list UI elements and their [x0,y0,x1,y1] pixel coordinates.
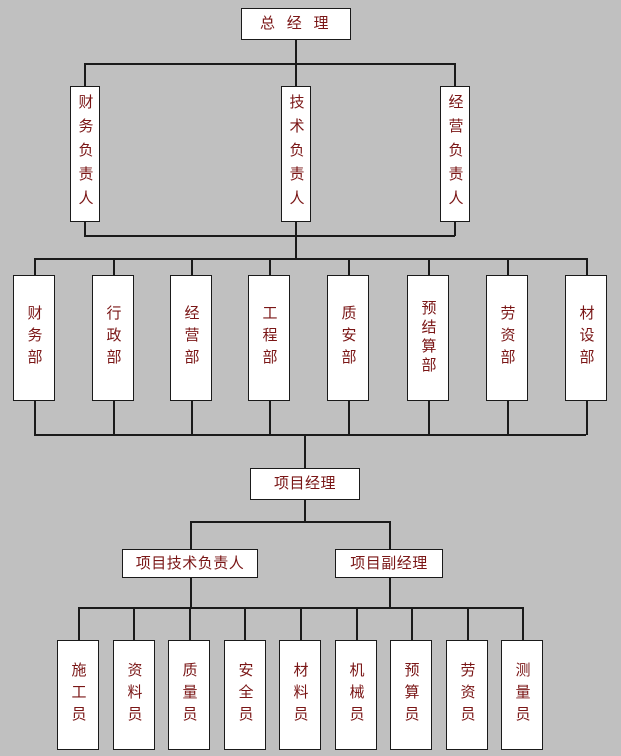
node-administration-dept: 行政部 [92,275,134,401]
node-budget-settlement-dept: 预结算部 [407,275,449,401]
node-label: 劳资部 [498,305,517,371]
connector-level3-drop-7 [507,258,509,276]
connector-level3-up-7 [507,401,509,435]
connector-level6-drop-2 [133,607,135,640]
node-label: 项目副经理 [350,553,428,572]
connector-level3-bus [34,258,586,260]
node-surveying-officer: 测量员 [501,640,543,750]
node-label: 工程部 [260,305,279,371]
connector-level6-drop-8 [467,607,469,640]
node-engineering-dept: 工程部 [248,275,290,401]
node-label: 项目经理 [273,474,336,493]
connector-level3-drop-3 [191,258,193,276]
connector-level3-drop-4 [269,258,271,276]
connector-level6-drop-4 [244,607,246,640]
connector-level3-drop-5 [348,258,350,276]
connector-level2-up-2 [295,222,297,236]
connector-level2-drop-2 [295,63,297,86]
node-label: 经营负责人 [446,94,465,214]
node-finance-dept: 财务部 [13,275,55,401]
node-deputy-project-manager: 项目副经理 [335,549,443,578]
node-quality-safety-dept: 质安部 [327,275,369,401]
node-documentation-officer: 资料员 [113,640,155,750]
connector-level5-drop-2 [389,521,391,549]
node-label: 行政部 [104,305,123,371]
node-label: 质量员 [180,662,199,728]
node-label: 材料员 [291,662,310,728]
node-materials-officer: 材料员 [279,640,321,750]
node-budget-officer: 预算员 [390,640,432,750]
connector-level5-up-1 [190,578,192,608]
connector-level3-up-5 [348,401,350,435]
node-label: 总 经 理 [259,14,333,33]
node-technical-director: 技术负责人 [281,86,311,222]
connector-level6-drop-9 [522,607,524,640]
connector-level2-drop-1 [84,63,86,86]
connector-level5-drop-1 [190,521,192,549]
node-label: 预结算部 [419,300,438,376]
node-label: 测量员 [513,662,532,728]
node-label: 财务负责人 [76,94,95,214]
connector-level3-up-3 [191,401,193,435]
node-project-manager: 项目经理 [250,468,360,500]
connector-level2-merge-bus [84,235,455,237]
connector-level3-up-4 [269,401,271,435]
connector-level3-up-8 [586,401,588,435]
connector-level2-up-3 [454,222,456,236]
connector-level2-up-1 [84,222,86,236]
connector-level6-drop-3 [189,607,191,640]
node-label: 安全员 [236,662,255,728]
node-label: 施工员 [69,662,88,728]
connector-level6-drop-1 [78,607,80,640]
connector-level5-bus [190,521,390,523]
node-label: 材设部 [577,305,596,371]
node-finance-director: 财务负责人 [70,86,100,222]
connector-level5-up-2 [389,578,391,608]
connector-level3-drop-1 [34,258,36,276]
connector-level6-drop-6 [356,607,358,640]
connector-level3-merge-bus [34,434,586,436]
connector-level3-up-1 [34,401,36,435]
node-label: 机械员 [347,662,366,728]
node-label: 资料员 [125,662,144,728]
node-label: 预算员 [402,662,421,728]
connector-level3-drop-2 [113,258,115,276]
node-label: 技术负责人 [287,94,306,214]
node-safety-officer: 安全员 [224,640,266,750]
node-operations-dept: 经营部 [170,275,212,401]
node-operations-director: 经营负责人 [440,86,470,222]
node-label: 劳资员 [458,662,477,728]
node-labor-wages-officer: 劳资员 [446,640,488,750]
connector-level2-drop-3 [454,63,456,86]
connector-level2-bus [84,63,455,65]
node-general-manager: 总 经 理 [241,8,351,40]
node-quality-officer: 质量员 [168,640,210,750]
connector-level6-drop-5 [300,607,302,640]
connector-gm-down [295,40,297,64]
node-label: 质安部 [339,305,358,371]
node-project-technical-director: 项目技术负责人 [122,549,258,578]
node-labor-wages-dept: 劳资部 [486,275,528,401]
node-machinery-officer: 机械员 [335,640,377,750]
connector-pm-down [304,500,306,522]
node-construction-officer: 施工员 [57,640,99,750]
connector-level3-drop-8 [586,258,588,276]
connector-level3-up-6 [428,401,430,435]
node-label: 经营部 [182,305,201,371]
connector-merge-to-project-manager [304,434,306,468]
connector-merge-to-level3 [295,235,297,259]
connector-level3-up-2 [113,401,115,435]
node-materials-equipment-dept: 材设部 [565,275,607,401]
connector-level3-drop-6 [428,258,430,276]
connector-level6-drop-7 [411,607,413,640]
node-label: 项目技术负责人 [135,553,245,572]
node-label: 财务部 [25,305,44,371]
